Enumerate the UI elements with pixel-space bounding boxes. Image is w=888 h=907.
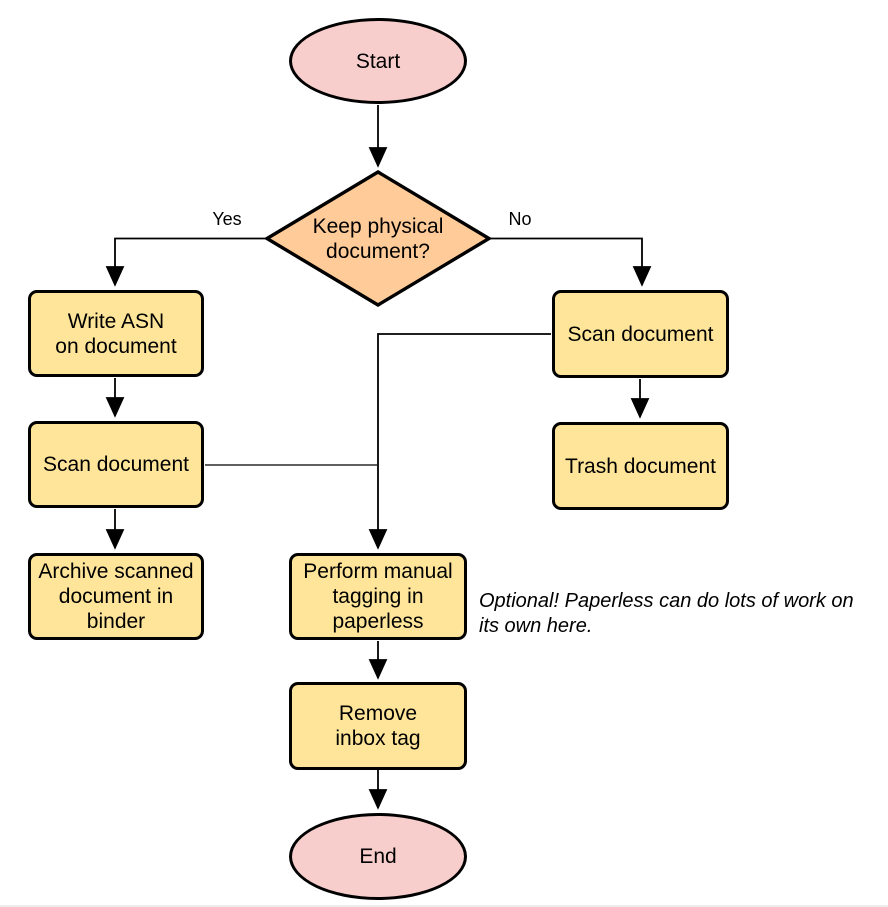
edge-yes-branch [105,237,266,287]
decision-diamond-shape [263,170,493,307]
node-remove-inbox-tag: Remove inbox tag [289,682,467,770]
node-trash-document: Trash document [552,422,729,510]
node-label: Scan document [43,453,189,476]
node-scan-document-right: Scan document [552,290,729,378]
node-start: Start [289,18,467,104]
node-write-asn: Write ASN on document [28,290,204,377]
edge-label-no: No [496,209,544,229]
node-label: Perform manual tagging in paperless [303,560,453,633]
edge-no-branch [490,237,652,287]
edge-label-yes: Yes [203,209,251,229]
node-label: Write ASN on document [55,309,177,358]
optional-note: Optional! Paperless can do lots of work … [479,590,854,637]
node-label: Archive scanned document in binder [38,560,194,633]
node-label: Start [355,49,401,73]
node-label: End [359,845,397,868]
node-label: Trash document [565,454,716,478]
node-label: Scan document [567,322,714,346]
node-end: End [289,813,467,900]
node-label: Remove inbox tag [335,702,421,750]
page-bottom-divider [0,905,888,907]
node-label: Keep physical document? [312,215,444,263]
node-scan-document-left: Scan document [28,421,204,508]
node-manual-tagging: Perform manual tagging in paperless [289,553,467,640]
edge-scanright-to-tagging [368,333,551,550]
node-archive-binder: Archive scanned document in binder [28,553,204,640]
node-decision-keep-physical: Keep physical document? [293,209,463,269]
